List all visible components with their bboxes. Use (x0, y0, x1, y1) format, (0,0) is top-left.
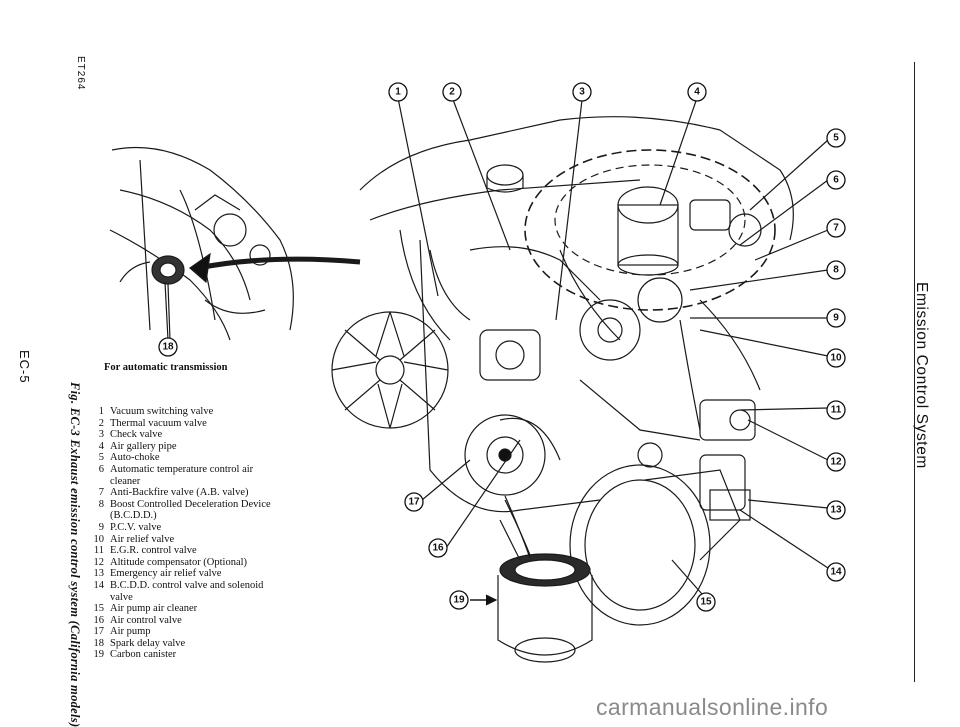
svg-text:18: 18 (162, 342, 174, 353)
callout-13: 13 (826, 500, 846, 520)
callout-9: 9 (826, 308, 846, 328)
section-divider (914, 62, 915, 682)
svg-text:19: 19 (453, 595, 465, 606)
callout-19: 19 (449, 590, 469, 610)
svg-text:1: 1 (395, 87, 401, 98)
air-pump-cleaner-drawing (569, 464, 741, 626)
callout-15: 15 (696, 592, 716, 612)
callout-4: 4 (687, 82, 707, 102)
callout-8: 8 (826, 260, 846, 280)
callout-6: 6 (826, 170, 846, 190)
svg-text:4: 4 (694, 87, 700, 98)
svg-text:16: 16 (432, 543, 444, 554)
inset-detail-drawing (109, 146, 294, 341)
callout-14: 14 (826, 562, 846, 582)
svg-text:10: 10 (830, 353, 842, 364)
svg-text:3: 3 (579, 87, 585, 98)
callout-3: 3 (572, 82, 592, 102)
callout-12: 12 (826, 452, 846, 472)
callout-17: 17 (404, 492, 424, 512)
svg-text:13: 13 (830, 505, 842, 516)
callout-1: 1 (388, 82, 408, 102)
svg-text:9: 9 (833, 313, 839, 324)
svg-text:15: 15 (700, 597, 712, 608)
cooling-fan-drawing (331, 311, 449, 429)
inset-caption: For automatic transmission (104, 362, 228, 373)
callout-11: 11 (826, 400, 846, 420)
callout-7: 7 (826, 218, 846, 238)
callout-18: 18 (158, 337, 178, 357)
callout-16: 16 (428, 538, 448, 558)
callout-2: 2 (442, 82, 462, 102)
callout-5: 5 (826, 128, 846, 148)
svg-text:8: 8 (833, 265, 839, 276)
watermark: carmanualsonline.info (596, 694, 829, 720)
svg-text:14: 14 (830, 567, 842, 578)
svg-text:17: 17 (408, 497, 420, 508)
svg-text:6: 6 (833, 175, 839, 186)
svg-text:12: 12 (830, 457, 842, 468)
svg-text:5: 5 (833, 133, 839, 144)
svg-text:11: 11 (831, 405, 842, 416)
svg-text:2: 2 (449, 87, 455, 98)
callout-10: 10 (826, 348, 846, 368)
carbon-canister-drawing (497, 499, 593, 663)
svg-text:7: 7 (833, 223, 839, 234)
